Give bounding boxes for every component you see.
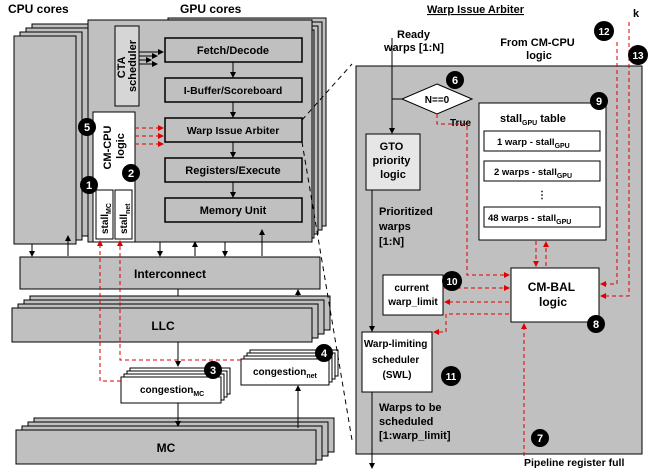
marker-13: 13: [628, 45, 648, 65]
mc-stack: [15, 417, 335, 465]
prioritized-warps-label: Prioritized warps [1:N]: [378, 206, 436, 248]
memory-unit-box: [164, 197, 303, 223]
memory-unit-label: Memory Unit: [200, 205, 267, 217]
ibuffer-scoreboard-label: I-Buffer/Scoreboard: [184, 85, 283, 97]
table-row: [483, 130, 601, 152]
pipeline-register-full-label: Pipeline register full: [524, 457, 624, 469]
cta-output-arrows: [139, 49, 164, 67]
registers-execute-label: Registers/Execute: [185, 165, 280, 177]
congestion-mc-label: congestionMC: [140, 385, 204, 398]
swl-label: Warp-limiting scheduler (SWL): [364, 339, 430, 381]
marker-9: 9: [590, 92, 608, 110]
marker-10: 10: [442, 271, 462, 291]
svg-text:48 warps - stallGPU: 48 warps - stallGPU: [488, 213, 571, 226]
svg-text:13: 13: [632, 51, 644, 62]
fetch-decode-box: [164, 37, 303, 63]
cpu-core-stack: [13, 23, 95, 245]
zoom-lines: [301, 63, 353, 441]
svg-text:2 warps - stallGPU: 2 warps - stallGPU: [494, 167, 572, 180]
svg-text:1: 1: [86, 180, 92, 192]
warps-to-schedule-label: Warps to be scheduled [1:warp_limit]: [379, 402, 451, 442]
marker-4: 4: [315, 344, 333, 362]
svg-text:4: 4: [321, 348, 328, 360]
svg-text:1 warp - stallGPU: 1 warp - stallGPU: [497, 137, 570, 150]
n-equals-zero-label: N==0: [425, 95, 450, 106]
current-warp-limit-label: current warp_limit: [387, 283, 438, 308]
congestion-mc-stack: [120, 367, 231, 404]
cm-bal-logic-box: [510, 267, 600, 323]
svg-text:3: 3: [210, 365, 216, 377]
interconnect-box: [19, 256, 321, 290]
right-markers: 12 13 6 9 10 8 11 7: [441, 21, 648, 447]
warp-issue-arbiter-title: Warp Issue Arbiter: [427, 4, 525, 16]
cta-scheduler-box: [114, 25, 140, 107]
gpu-cores-title: GPU cores: [180, 2, 242, 16]
cm-bal-logic-label: CM-BAL logic: [528, 280, 578, 309]
stall-mc-label: stallMC: [100, 203, 113, 234]
svg-text:5: 5: [84, 122, 90, 134]
stall-gpu-table-title: stallGPU table: [500, 113, 566, 127]
ready-warps-label: Ready warps [1:N]: [383, 29, 444, 54]
llc-label: LLC: [151, 319, 175, 333]
marker-2: 2: [122, 164, 140, 182]
llc-stack: [11, 295, 331, 343]
cmcpu-to-arbiter-signal: [135, 125, 164, 147]
from-cmcpu-label: From CM-CPU logic: [500, 37, 578, 62]
svg-text:11: 11: [446, 372, 457, 383]
marker-12: 12: [594, 21, 614, 41]
svg-text:7: 7: [537, 433, 543, 445]
congestion-feedback-signals: [97, 240, 241, 382]
cpu-cores-title: CPU cores: [8, 2, 69, 16]
svg-text:9: 9: [596, 96, 602, 108]
marker-6: 6: [446, 71, 464, 89]
mc-arrows: [175, 385, 301, 428]
marker-1: 1: [80, 176, 98, 194]
marker-8: 8: [587, 315, 605, 333]
marker-3: 3: [204, 361, 222, 379]
table-row: [483, 206, 601, 228]
marker-7: 7: [531, 429, 549, 447]
svg-text:8: 8: [593, 319, 599, 331]
congestion-net-label: congestionnet: [253, 367, 318, 380]
mc-label: MC: [157, 441, 176, 455]
svg-text:2: 2: [128, 168, 134, 180]
gto-priority-logic-box: [365, 133, 421, 191]
gto-priority-logic-label: GTO priority logic: [373, 141, 414, 181]
cm-cpu-logic-label: CM-CPU logic: [102, 122, 127, 169]
marker-5: 5: [78, 118, 96, 136]
svg-text:10: 10: [446, 277, 458, 288]
table-row: [483, 160, 601, 182]
cta-scheduler-label: CTA scheduler: [116, 39, 139, 92]
swl-box: [361, 331, 433, 393]
stall-gpu-table-rows: 1 warp - stallGPU 2 warps - stallGPU ⋮ 4…: [483, 130, 601, 228]
true-label: True: [450, 118, 472, 129]
stall-mc-box: [95, 189, 114, 240]
fetch-decode-label: Fetch/Decode: [197, 45, 269, 57]
stall-net-label: stallnet: [119, 203, 132, 234]
marker-11: 11: [441, 366, 461, 386]
left-markers: 5 1 2 3 4: [78, 118, 333, 379]
k-label: k: [633, 8, 640, 20]
gpu-pipeline: Fetch/Decode I-Buffer/Scoreboard Warp Is…: [164, 37, 303, 223]
warp-issue-arbiter-label: Warp Issue Arbiter: [187, 125, 280, 137]
interconnect-label: Interconnect: [134, 267, 206, 281]
table-ellipsis: ⋮: [537, 190, 547, 201]
svg-text:6: 6: [452, 75, 458, 87]
warp-issue-arbiter-box: [164, 117, 303, 143]
registers-execute-box: [164, 157, 303, 183]
stall-net-box: [114, 189, 133, 240]
svg-text:12: 12: [598, 27, 610, 38]
current-warp-limit-box: [382, 274, 444, 316]
